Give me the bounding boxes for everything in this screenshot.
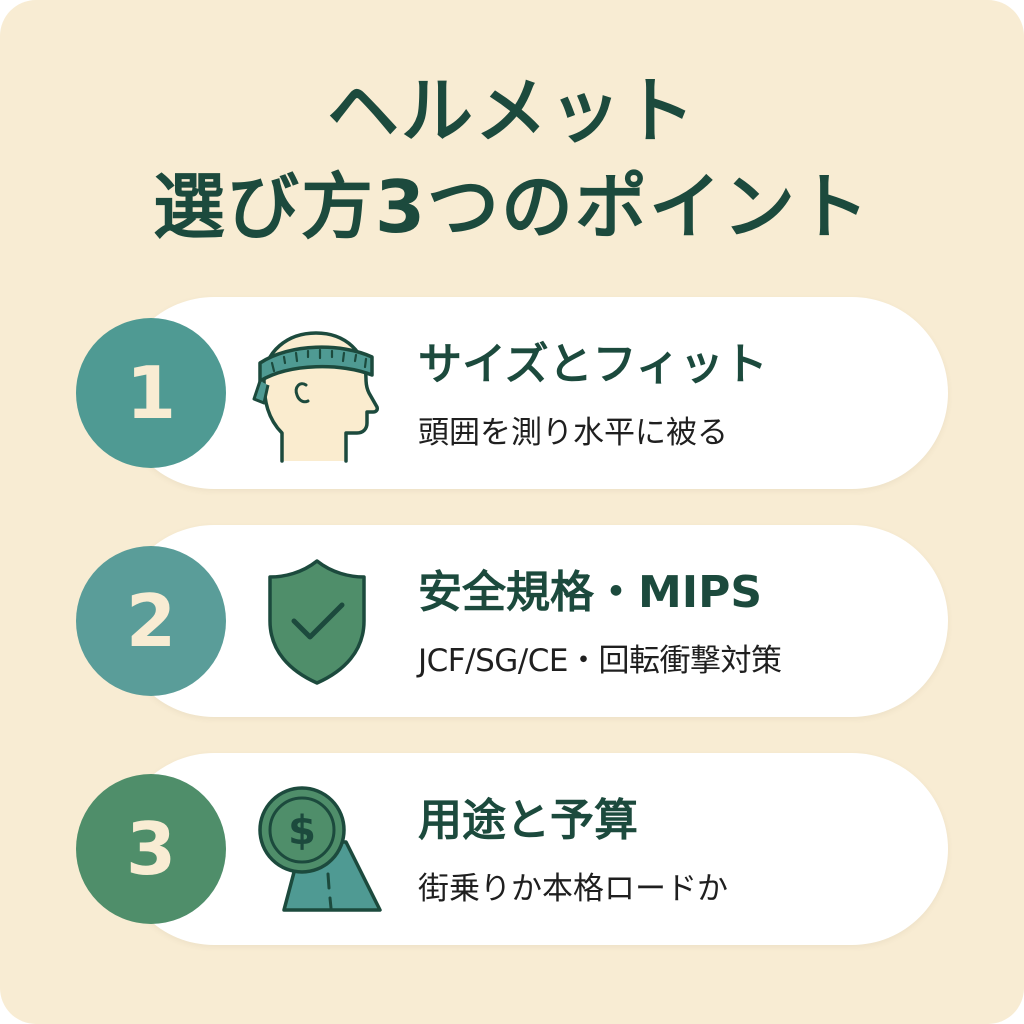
svg-text:$: $ [288,808,316,854]
point-heading-1: サイズとフィット [418,339,768,390]
dollar-coin-road-icon: $ [250,778,385,918]
point-card-1 [118,297,948,489]
title-line-2: 選び方3つのポイント [152,165,872,249]
point-heading-3: 用途と予算 [418,795,638,846]
point-number-badge-2: 2 [76,546,226,696]
point-description-3: 街乗りか本格ロードか [418,871,728,907]
point-heading-2: 安全規格・MIPS [418,567,763,618]
point-number-badge-3: 3 [76,774,226,924]
point-description-2: JCF/SG/CE・回転衝撃対策 [418,643,782,679]
point-description-1: 頭囲を測り水平に被る [418,415,728,451]
shield-check-icon [250,551,385,691]
point-number-badge-1: 1 [76,318,226,468]
point-card-2 [118,525,948,717]
point-card-3 [118,753,948,945]
title-line-1: ヘルメット [326,69,697,153]
head-measuring-tape-icon [250,323,385,463]
